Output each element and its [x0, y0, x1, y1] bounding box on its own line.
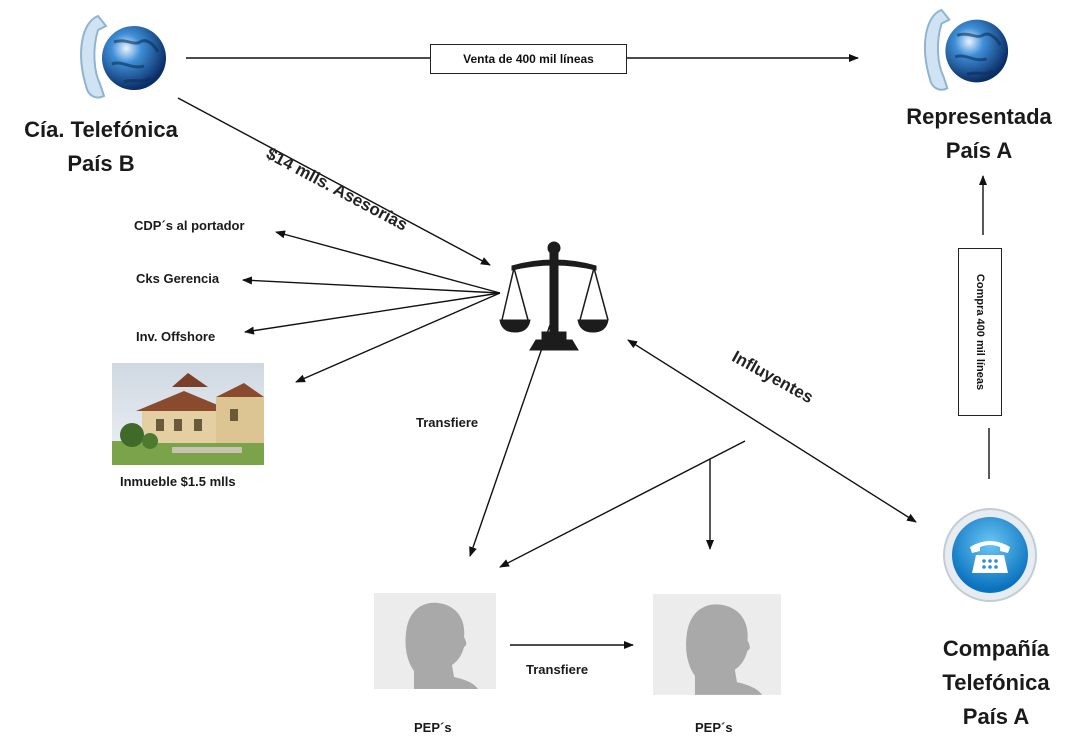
asset-cdp-label: CDP´s al portador [134, 218, 245, 233]
arrow-to-offshore [244, 292, 501, 335]
person-silhouette-icon [374, 593, 496, 689]
pep-left-label: PEP´s [414, 720, 452, 735]
venta-label: Venta de 400 mil líneas [430, 44, 627, 74]
asset-inmueble-label: Inmueble $1.5 mlls [120, 474, 236, 489]
pep-right-label: PEP´s [695, 720, 733, 735]
transfiere-label-1: Transfiere [416, 415, 479, 430]
cia-telefonica-pais-b-label: Cía. Telefónica País B [24, 117, 178, 176]
compra-label: Compra 400 mil líneas [974, 273, 987, 391]
arrow-to-cks [242, 276, 501, 294]
compania-telefonica-pais-a-label: Compañía Telefónica País A [942, 636, 1050, 729]
scales-of-justice-icon [499, 241, 609, 351]
representada-pais-a-label: Representada País A [906, 104, 1052, 163]
telephone-button-icon [943, 508, 1037, 602]
transfiere-arrow-down [469, 324, 551, 557]
person-silhouette-icon [653, 594, 781, 695]
asesorias-arrow [177, 97, 491, 266]
influyentes-arrow [627, 339, 917, 523]
arrow-to-cdp [275, 230, 501, 294]
globe-phone-icon [924, 8, 1009, 91]
globe-phone-icon [80, 14, 166, 99]
asset-offshore-label: Inv. Offshore [136, 329, 216, 344]
house-photo [112, 363, 264, 465]
transfiere-label-2: Transfiere [526, 662, 589, 677]
split-arrow-left [499, 440, 746, 568]
arrow-to-inmueble [295, 292, 501, 383]
compra-label-box: Compra 400 mil líneas [958, 248, 1002, 416]
asset-cks-label: Cks Gerencia [136, 271, 220, 286]
